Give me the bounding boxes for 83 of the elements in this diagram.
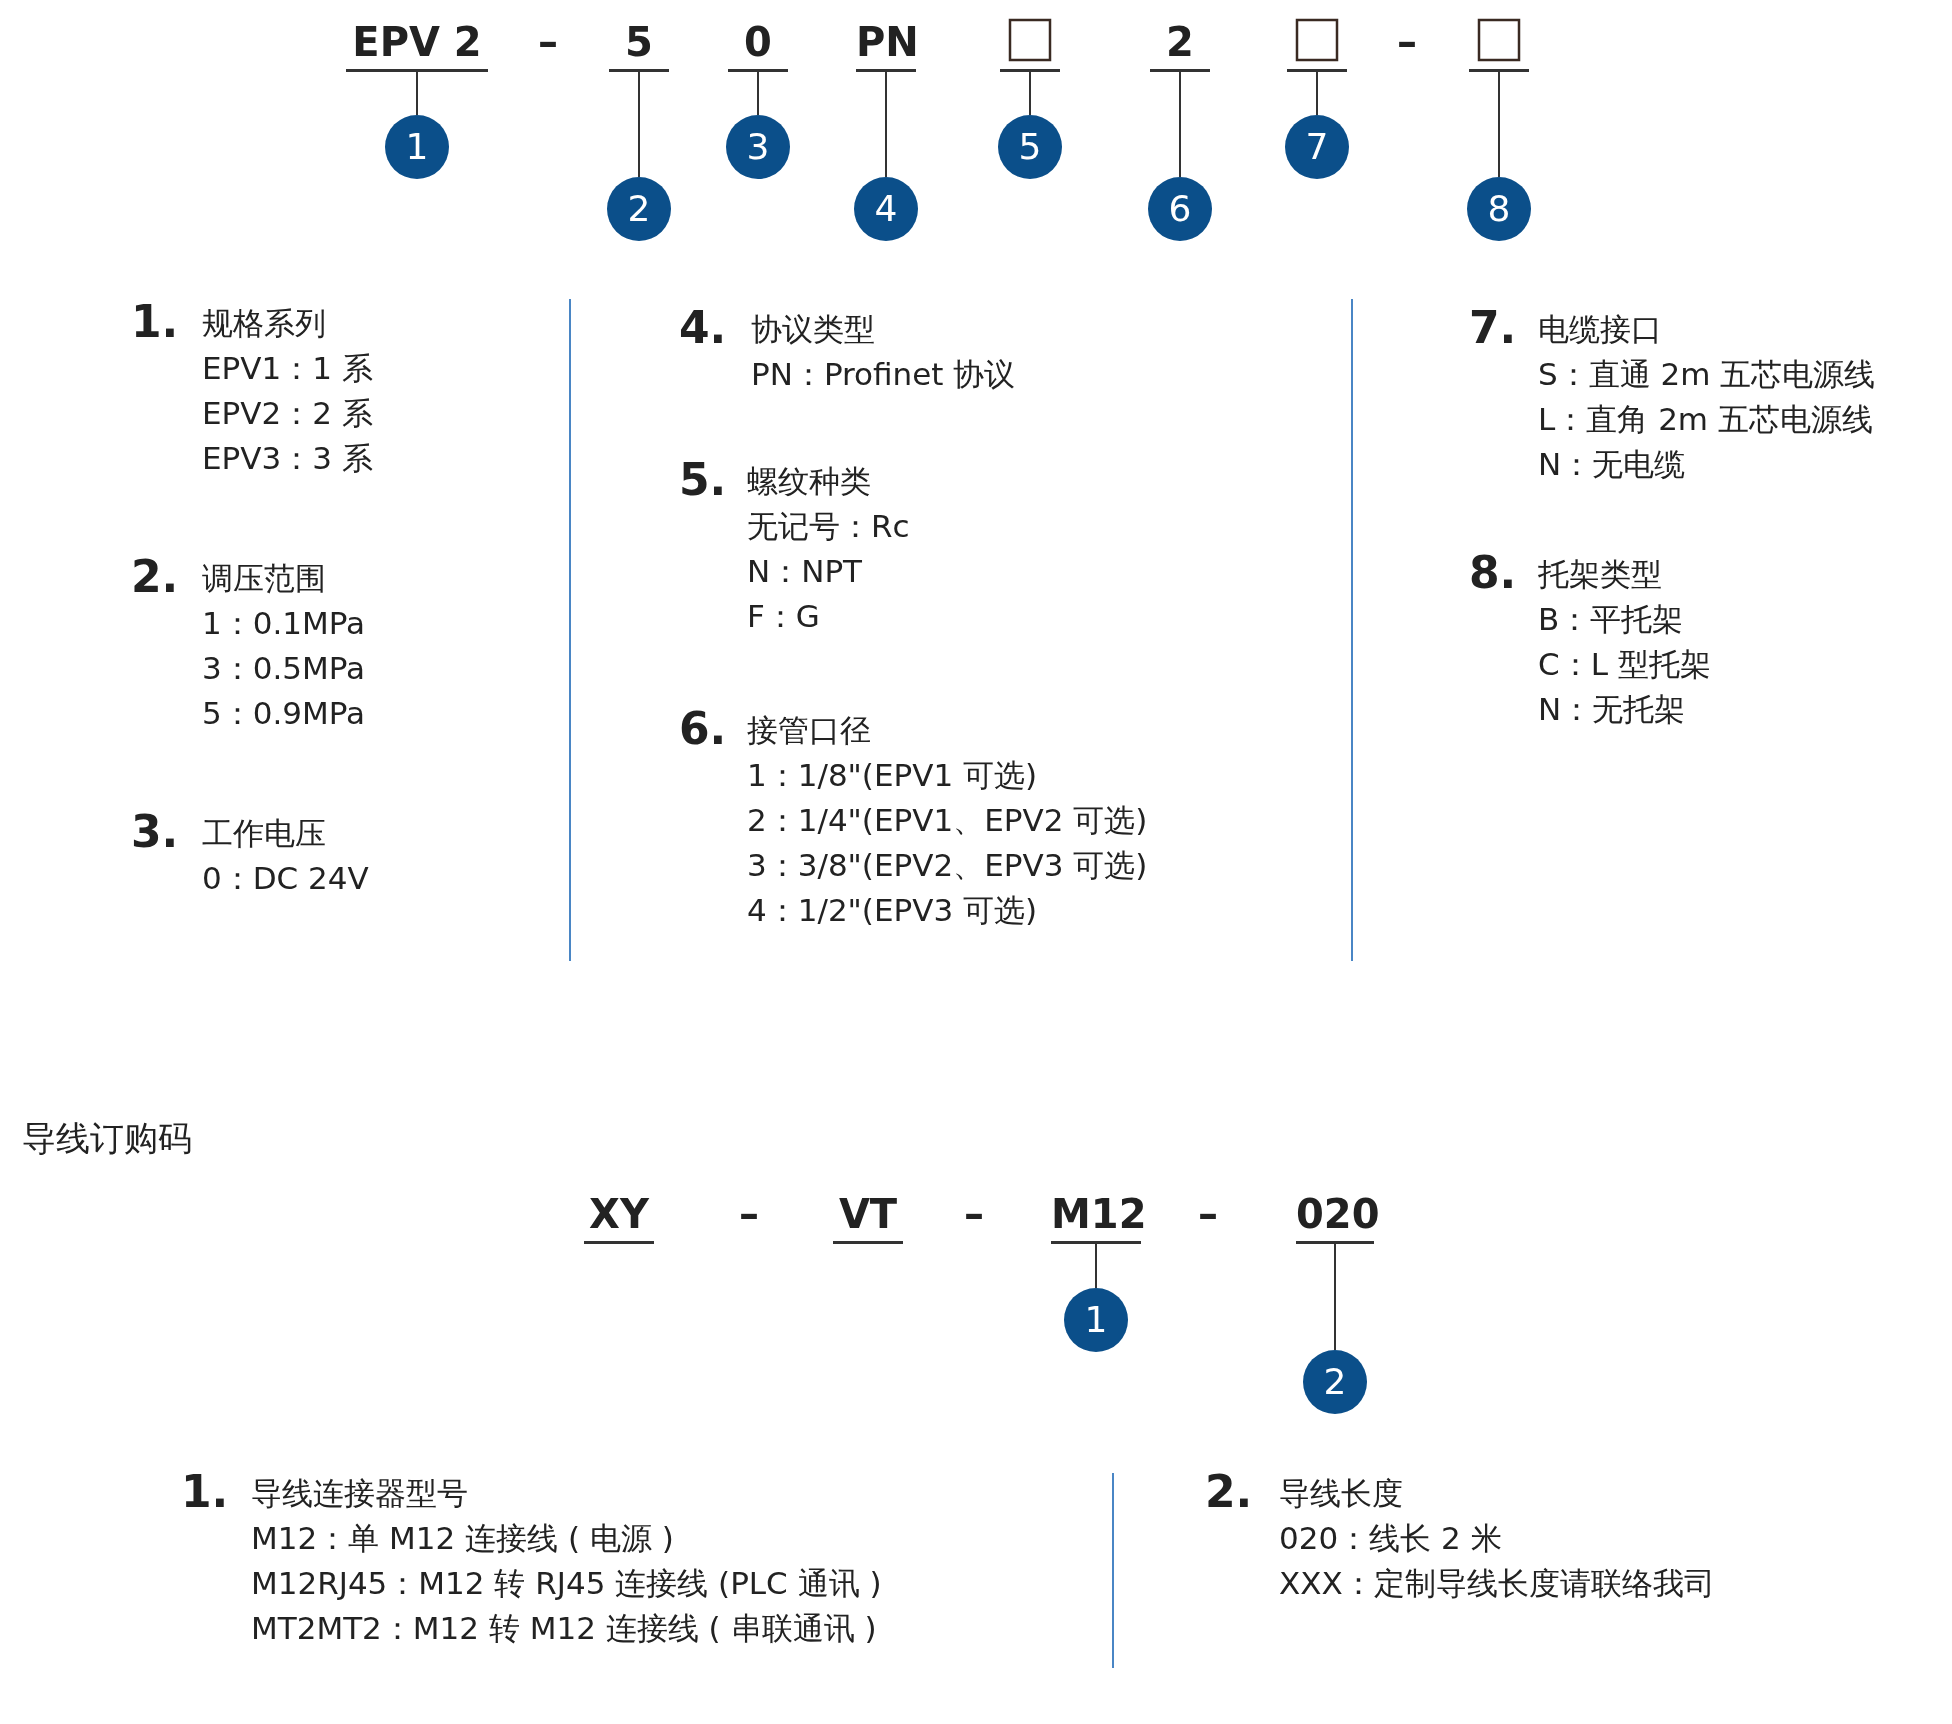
option-text: M12：单 M12 连接线 ( 电源 ) [251, 1519, 674, 1558]
callout-number: 7 [1285, 115, 1349, 179]
code-segment: XY [584, 1190, 654, 1244]
item-number: 1. [181, 1466, 229, 1518]
option-text: EPV1：1 系 [202, 349, 373, 388]
leader-line [885, 71, 887, 178]
section-heading: 导线订购码 [22, 1117, 192, 1160]
callout-number: 2 [1303, 1350, 1367, 1414]
option-text: S：直通 2m 五芯电源线 [1538, 355, 1876, 394]
code-segment: 0 [728, 18, 788, 72]
code-segment: 5 [609, 18, 669, 72]
blank-code-placeholder [1000, 18, 1060, 72]
option-text: N：NPT [747, 552, 862, 591]
option-text: EPV3：3 系 [202, 439, 373, 478]
code-segment: EPV 2 [346, 18, 488, 72]
item-heading: 导线连接器型号 [251, 1474, 468, 1513]
separator-dash: – [739, 1190, 759, 1238]
item-heading: 电缆接口 [1538, 310, 1662, 349]
option-text: N：无托架 [1538, 690, 1686, 729]
option-text: C：L 型托架 [1538, 645, 1711, 684]
item-number: 8. [1469, 547, 1517, 599]
option-text: 2：1/4"(EPV1、EPV2 可选) [747, 801, 1148, 840]
item-heading: 调压范围 [202, 559, 326, 598]
item-number: 3. [131, 806, 179, 858]
callout-number: 6 [1148, 177, 1212, 241]
separator-dash: – [1397, 18, 1417, 66]
item-number: 5. [679, 454, 727, 506]
item-heading: 规格系列 [202, 304, 326, 343]
item-number: 1. [131, 296, 179, 348]
blank-code-placeholder [1469, 18, 1529, 72]
callout-number: 1 [385, 115, 449, 179]
item-number: 2. [131, 551, 179, 603]
item-heading: 工作电压 [202, 814, 326, 853]
option-text: L：直角 2m 五芯电源线 [1538, 400, 1873, 439]
callout-number: 3 [726, 115, 790, 179]
leader-line [638, 71, 640, 178]
callout-number: 4 [854, 177, 918, 241]
callout-number: 1 [1064, 1288, 1128, 1352]
leader-line [1029, 71, 1031, 116]
leader-line [1316, 71, 1318, 116]
option-text: 5：0.9MPa [202, 694, 366, 733]
option-text: B：平托架 [1538, 600, 1684, 639]
option-text: 4：1/2"(EPV3 可选) [747, 891, 1038, 930]
leader-line [416, 71, 418, 116]
item-number: 2. [1205, 1466, 1253, 1518]
leader-line [757, 71, 759, 116]
leader-line [1179, 71, 1181, 178]
option-text: MT2MT2：M12 转 M12 连接线 ( 串联通讯 ) [251, 1609, 877, 1648]
option-text: F：G [747, 597, 820, 636]
callout-number: 5 [998, 115, 1062, 179]
option-text: 1：0.1MPa [202, 604, 366, 643]
callout-number: 2 [607, 177, 671, 241]
option-text: 3：3/8"(EPV2、EPV3 可选) [747, 846, 1148, 885]
code-segment: VT [833, 1190, 903, 1244]
option-text: M12RJ45：M12 转 RJ45 连接线 (PLC 通讯 ) [251, 1564, 882, 1603]
callout-number: 8 [1467, 177, 1531, 241]
separator-dash: – [538, 18, 558, 66]
leader-line [1498, 71, 1500, 178]
leader-line [1095, 1243, 1097, 1289]
item-number: 4. [679, 302, 727, 354]
option-text: 020：线长 2 米 [1279, 1519, 1502, 1558]
code-segment: PN [856, 18, 916, 72]
item-heading: 托架类型 [1538, 555, 1662, 594]
item-heading: 导线长度 [1279, 1474, 1403, 1513]
item-heading: 螺纹种类 [747, 462, 871, 501]
option-text: 3：0.5MPa [202, 649, 366, 688]
option-text: XXX：定制导线长度请联络我司 [1279, 1564, 1715, 1603]
option-text: EPV2：2 系 [202, 394, 373, 433]
option-text: 无记号：Rc [747, 507, 910, 546]
code-segment: 2 [1150, 18, 1210, 72]
option-text: 0：DC 24V [202, 859, 369, 898]
separator-dash: – [1198, 1190, 1218, 1238]
blank-code-placeholder [1287, 18, 1347, 72]
option-text: PN：Profinet 协议 [751, 355, 1016, 394]
option-text: 1：1/8"(EPV1 可选) [747, 756, 1038, 795]
option-text: N：无电缆 [1538, 445, 1686, 484]
leader-line [1334, 1243, 1336, 1351]
item-heading: 协议类型 [751, 310, 875, 349]
code-segment: M12 [1051, 1190, 1141, 1244]
item-number: 6. [679, 703, 727, 755]
separator-dash: – [964, 1190, 984, 1238]
item-heading: 接管口径 [747, 711, 871, 750]
item-number: 7. [1469, 302, 1517, 354]
